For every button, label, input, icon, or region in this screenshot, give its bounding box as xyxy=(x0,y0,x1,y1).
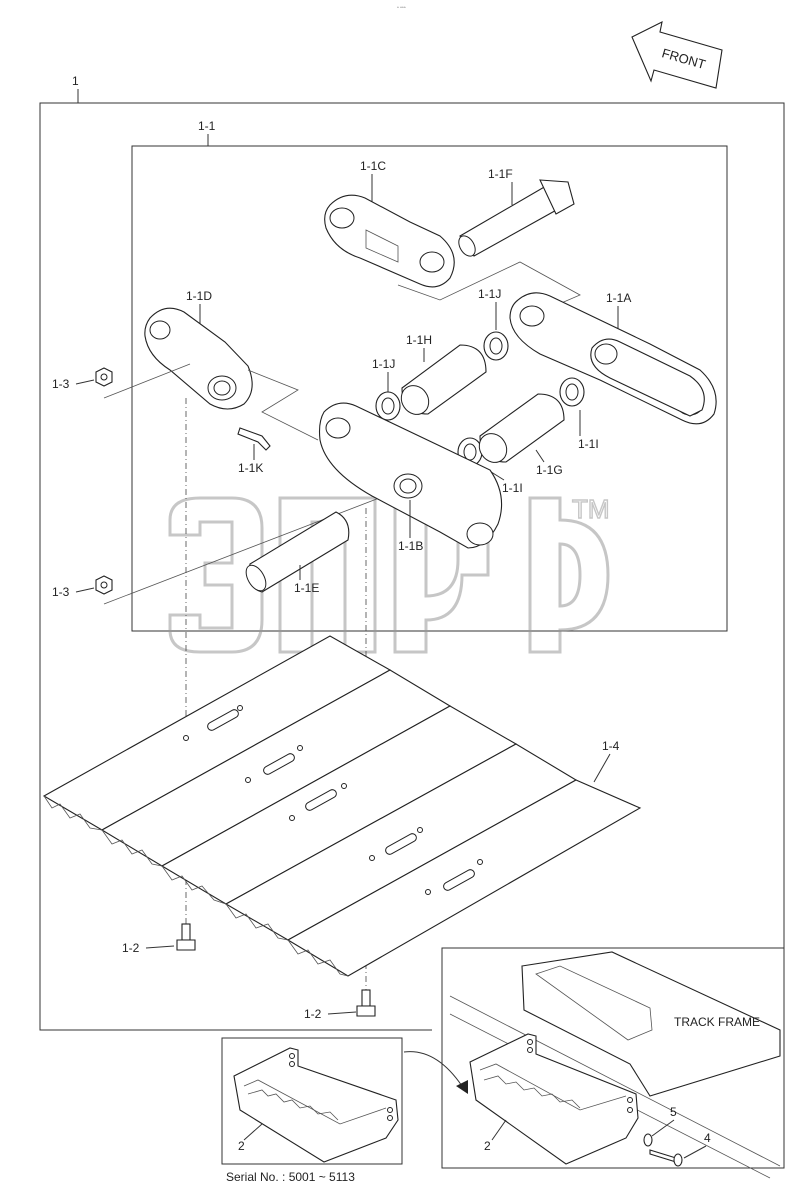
label-1-1j-b: 1-1J xyxy=(372,357,395,371)
label-1-4: 1-4 xyxy=(602,739,620,753)
track-link-1-1d xyxy=(144,307,253,410)
label-1-1h: 1-1H xyxy=(406,333,432,347)
label-1-1k: 1-1K xyxy=(238,461,263,475)
label-bolt: 4 xyxy=(704,1131,711,1145)
label-step-right: 2 xyxy=(484,1139,491,1153)
track-frame-detail xyxy=(449,951,781,1179)
label-1-1e: 1-1E xyxy=(294,581,319,595)
track-link-1-1a xyxy=(509,292,717,425)
track-pin-1-1e xyxy=(245,511,350,593)
label-1-3-b: 1-3 xyxy=(52,585,70,599)
nut-1-3-b-icon xyxy=(95,575,113,595)
label-1-3-a: 1-3 xyxy=(52,377,70,391)
link-assembly-frame xyxy=(131,145,728,632)
step-2-left xyxy=(233,1047,399,1163)
arrow-to-detail-icon xyxy=(403,1051,463,1087)
seal-1-1j-b-icon xyxy=(375,391,401,421)
step-inset-frame xyxy=(221,1037,403,1165)
nut-1-3-a-icon xyxy=(95,367,113,387)
label-1-1a: 1-1A xyxy=(606,291,631,305)
washer-5-icon xyxy=(643,1133,653,1147)
label-step-left: 2 xyxy=(238,1139,245,1153)
header-mark: ▫ ▫▫▫ xyxy=(397,5,406,11)
track-link-1-1c xyxy=(324,194,455,288)
track-pin-1-1f xyxy=(458,179,575,257)
assembly-frame xyxy=(39,102,785,1031)
label-1-1f: 1-1F xyxy=(488,167,513,181)
label-1-1i-a: 1-1I xyxy=(578,437,599,451)
label-1-1i-b: 1-1I xyxy=(502,481,523,495)
front-arrow-icon: FRONT xyxy=(631,21,723,89)
label-washer: 5 xyxy=(670,1105,677,1119)
watermark-tm: TM xyxy=(572,494,610,524)
label-1-1c: 1-1C xyxy=(360,159,386,173)
watermark-logo: TM xyxy=(168,493,610,654)
bushing-1-1g xyxy=(478,393,565,463)
label-1-1d: 1-1D xyxy=(186,289,212,303)
label-1-2-a: 1-2 xyxy=(122,941,140,955)
bolt-1-2-b-icon xyxy=(356,989,376,1017)
label-1-1b: 1-1B xyxy=(398,539,423,553)
seal-1-1j-a-icon xyxy=(483,331,509,361)
label-assembly: 1 xyxy=(72,74,79,88)
track-link-1-1b xyxy=(318,402,503,549)
label-link-assembly: 1-1 xyxy=(198,119,216,133)
label-1-1j-a: 1-1J xyxy=(478,287,501,301)
seal-1-1i-a-icon xyxy=(559,377,585,407)
track-key-1-1k xyxy=(237,427,271,451)
bushing-1-1h xyxy=(400,344,487,415)
serial-number: Serial No. : 5001 ~ 5113 xyxy=(226,1170,355,1184)
label-1-1g: 1-1G xyxy=(536,463,563,477)
label-1-2-b: 1-2 xyxy=(304,1007,322,1021)
track-frame-inset-frame xyxy=(441,947,785,1169)
track-shoes-1-4 xyxy=(42,635,642,977)
bolt-4-icon xyxy=(649,1149,683,1167)
label-track-frame: TRACK FRAME xyxy=(674,1015,760,1029)
bolt-1-2-a-icon xyxy=(176,923,196,951)
